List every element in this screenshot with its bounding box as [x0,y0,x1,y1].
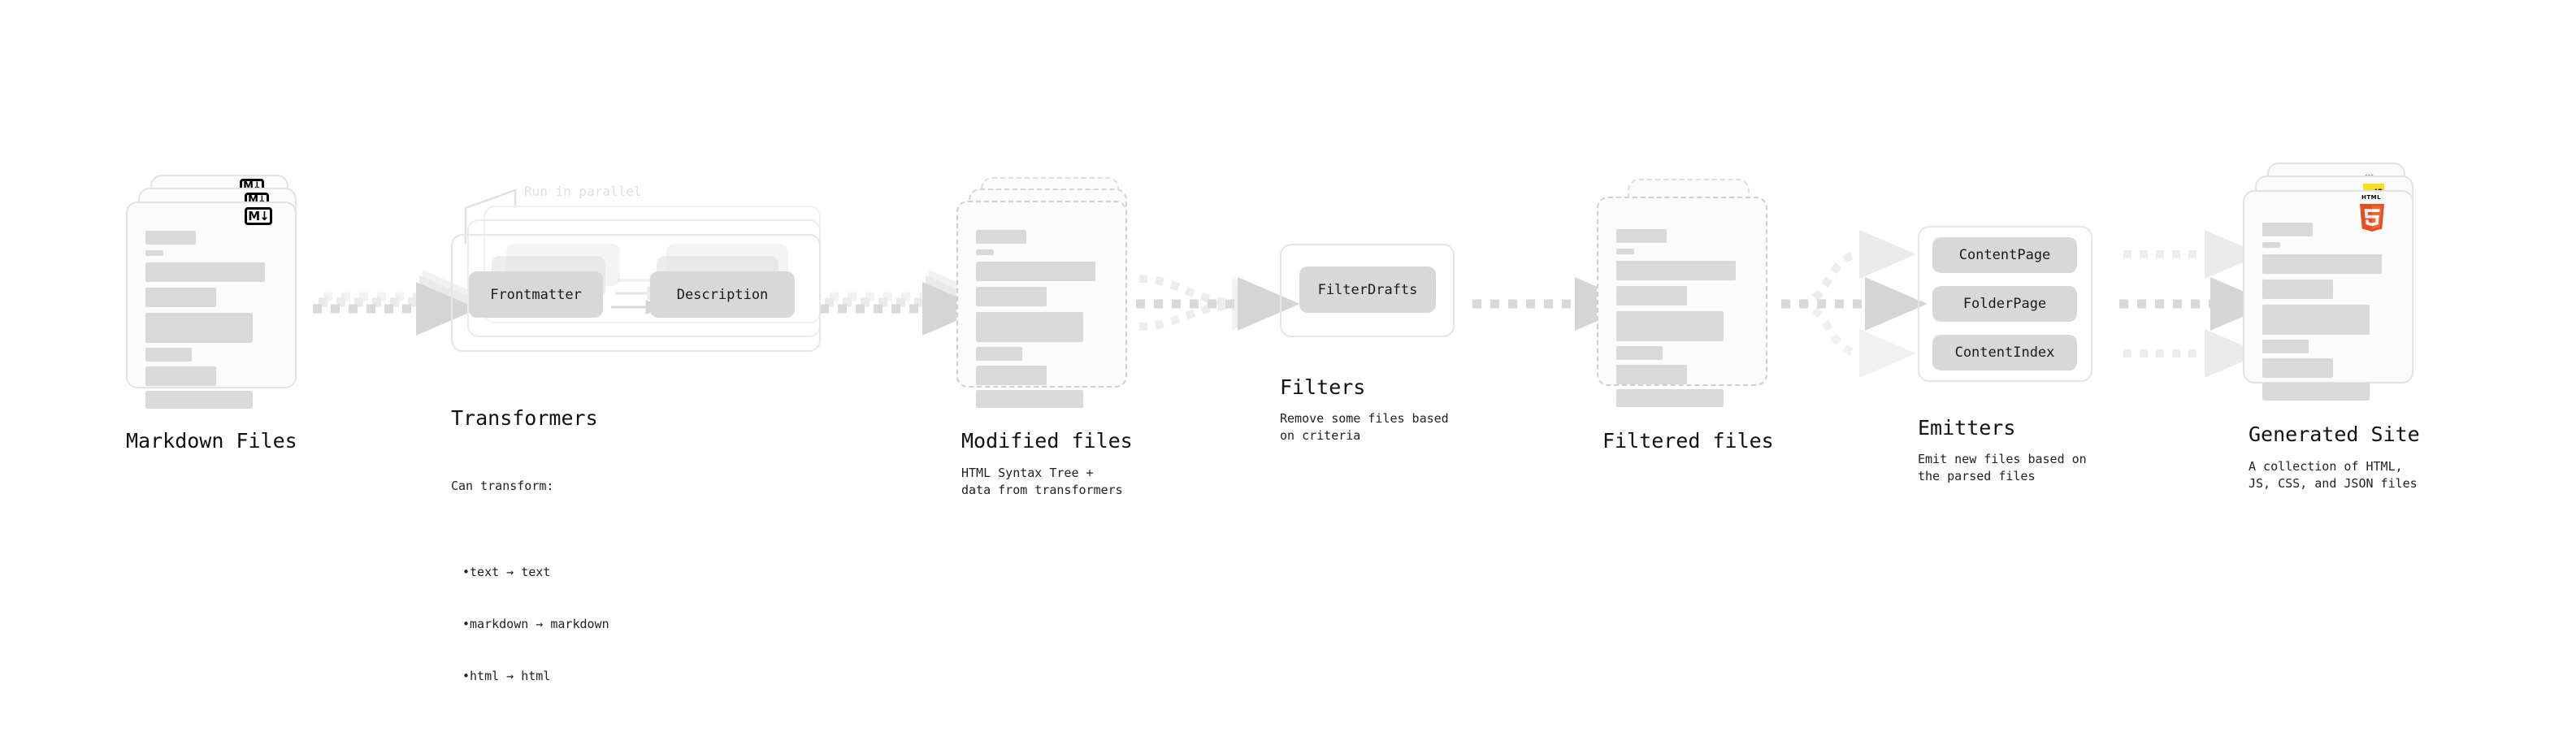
connector-filtered-to-emitters [1781,230,1928,378]
transform-lead: Can transform: [451,478,554,493]
transform-item: markdown → markdown [462,616,609,633]
transform-list: text → text markdown → markdown html → h… [451,529,609,719]
caption-sub-transformers: Can transform: text → text markdown → ma… [451,443,609,754]
run-in-parallel-label: Run in parallel [524,184,642,199]
card-skeleton [2244,192,2412,401]
transform-item: text → text [462,564,609,581]
connector-emitters-to-site [2119,230,2273,378]
emitter-chip-contentpage[interactable]: ContentPage [1932,237,2077,273]
generated-card-front [2243,190,2413,401]
generated-card-stack: CSS JS HTML [2243,162,2438,401]
caption-sub-modified-files: HTML Syntax Tree + data from transformer… [961,466,1123,498]
transformer-group-front [451,234,821,352]
stage-modified-files [956,177,1143,408]
connector-layer [313,188,2273,378]
card-skeleton [128,203,295,409]
stage-markdown-files: M↓ M↓ M↓ [126,175,313,409]
caption-title-generated-site: Generated Site [2249,422,2420,446]
transformer-chip-frontmatter[interactable]: Frontmatter [469,271,603,318]
filtered-card-stack [1597,179,1784,407]
modified-card-front [956,201,1127,408]
caption-sub-emitters: Emit new files based on the parsed files [1918,452,2087,484]
modified-card-stack [956,177,1143,408]
connector-markdown-to-transformers [313,270,485,336]
transform-item: html → html [462,668,609,685]
caption-sub-generated-site: A collection of HTML, JS, CSS, and JSON … [2249,459,2418,492]
connector-modified-to-filters [1136,275,1300,331]
stage-generated-site: CSS JS HTML [2243,162,2438,401]
caption-title-markdown-files: Markdown Files [126,429,297,453]
caption-title-transformers: Transformers [451,406,598,430]
pipeline-diagram: M↓ M↓ M↓ Markdown Files [0,0,2576,681]
card-skeleton [958,202,1125,408]
emitter-chip-contentindex[interactable]: ContentIndex [1932,335,2077,370]
filter-chip-filterdrafts[interactable]: FilterDrafts [1299,266,1436,313]
transformer-chip-description[interactable]: Description [650,271,795,318]
caption-title-filters: Filters [1280,375,1366,399]
stage-filtered-files [1597,179,1784,407]
emitters-group-box [1918,226,2092,382]
filters-group-box [1280,244,1455,337]
emitter-chip-folderpage[interactable]: FolderPage [1932,286,2077,322]
filtered-card-front [1597,197,1767,407]
caption-title-emitters: Emitters [1918,416,2016,440]
caption-title-filtered-files: Filtered files [1602,429,1774,453]
connector-transformers-to-modified [820,270,991,336]
markdown-icon: M↓ [245,207,272,225]
html5-icon: HTML [2357,194,2385,232]
caption-title-modified-files: Modified files [961,429,1133,453]
card-skeleton [1598,198,1766,407]
html5-wordmark: HTML [2361,194,2382,201]
markdown-card-stack: M↓ M↓ M↓ [126,175,313,409]
markdown-card-front [126,202,297,409]
caption-sub-filters: Remove some files based on criteria [1280,411,1449,444]
